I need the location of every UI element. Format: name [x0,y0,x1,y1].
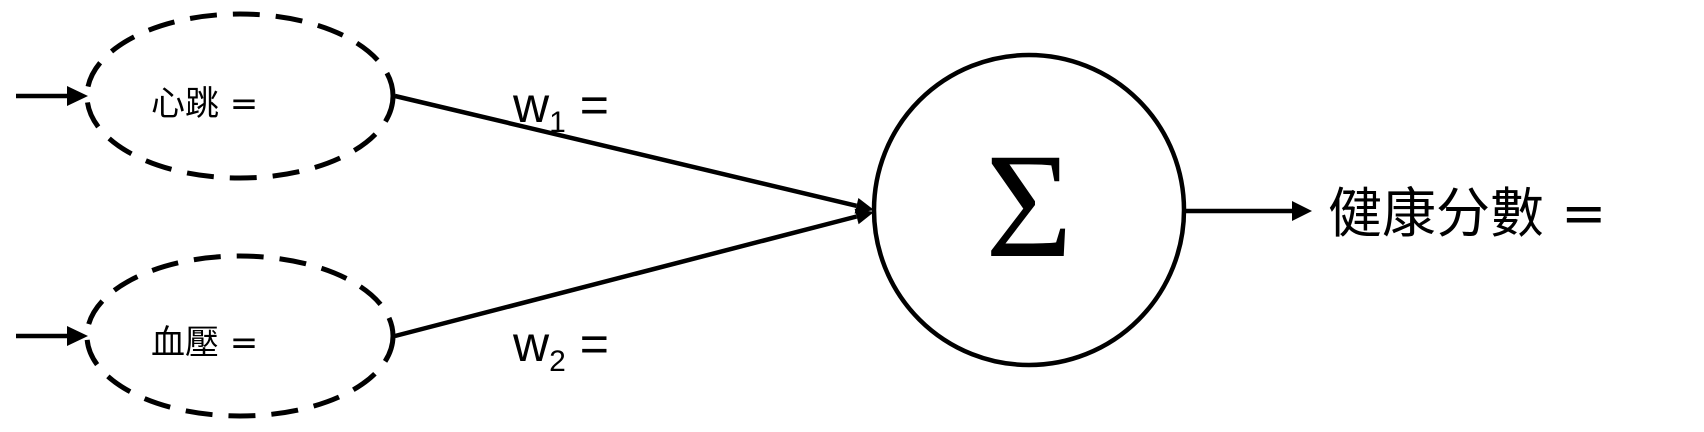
input-label-blood-pressure: 血壓 = [151,323,258,363]
weighted-edge-1: w1 = [394,77,874,214]
weighted-edge-2: w2 = [394,208,874,378]
input-arrow-heartbeat [16,86,88,106]
weight-subscript-2: 2 [549,345,566,378]
output: 健康分數 = [1184,182,1606,245]
weight-symbol-1: w [512,77,550,133]
weight-subscript-1: 1 [549,106,566,139]
dashed-ellipse-heartbeat [84,11,396,181]
dashed-ellipse-blood-pressure [84,253,396,419]
weight-label-2: w2 = [512,316,609,378]
input-node-blood-pressure: 血壓 = [84,253,396,419]
edge-line-2 [394,214,858,339]
arrowhead-icon [1292,201,1312,221]
edge-line-1 [394,93,858,208]
summation-node: Σ [871,52,1187,368]
input-arrow-blood-pressure [16,326,88,346]
weight-suffix-1: = [566,77,609,133]
sigma-symbol: Σ [985,123,1072,289]
weight-symbol-2: w [512,316,550,372]
arrowhead-icon [67,86,88,106]
weight-label-1: w1 = [512,77,609,139]
weight-suffix-2: = [566,316,609,372]
output-label-health-score: 健康分數 = [1328,182,1606,245]
input-node-heartbeat: 心跳 = [84,11,396,181]
arrowhead-icon [854,208,874,225]
arrowhead-icon [67,326,88,346]
input-label-heartbeat: 心跳 = [151,84,258,124]
